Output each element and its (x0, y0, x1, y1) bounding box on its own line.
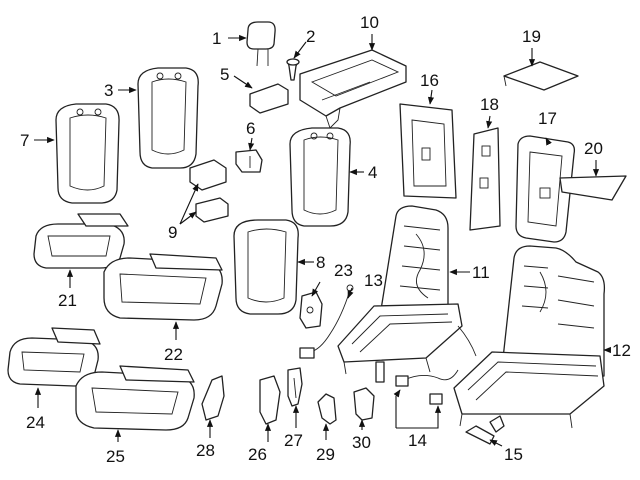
side-panel-18-part (469, 127, 501, 231)
cover-19-part (503, 61, 579, 91)
cushion-24-part (7, 327, 101, 387)
callout-28: 28 (196, 441, 215, 460)
seat-frame-11-part (337, 205, 463, 383)
callout-5: 5 (220, 65, 229, 84)
headrest-part (246, 21, 276, 67)
callout-25: 25 (106, 447, 125, 466)
back-panel-17-part (515, 135, 576, 243)
cushion-22-part (103, 253, 223, 321)
trim-29-part (317, 393, 337, 425)
callout-12: 12 (612, 341, 631, 360)
callout-11: 11 (472, 263, 490, 282)
seatback-4-part (289, 127, 351, 227)
trim-30-part (353, 387, 375, 421)
leader-lines (34, 34, 611, 447)
handle-15-part (465, 415, 505, 445)
seatback-7-part (55, 103, 120, 204)
back-panel-16-part (399, 103, 457, 199)
callout-4: 4 (368, 163, 377, 182)
pad-9a-part (189, 159, 227, 191)
callout-7: 7 (20, 131, 29, 150)
armrest-part (299, 49, 407, 129)
callout-29: 29 (316, 445, 335, 464)
callout-14: 14 (408, 431, 427, 450)
callout-2: 2 (306, 27, 315, 46)
callout-23: 23 (334, 261, 353, 280)
callout-20: 20 (584, 139, 603, 158)
trim-28-part (201, 375, 225, 421)
callout-27: 27 (284, 431, 303, 450)
callout-15: 15 (504, 445, 523, 464)
callout-10: 10 (360, 13, 379, 32)
bracket-6-part (235, 149, 263, 173)
callout-22: 22 (164, 345, 183, 364)
trim-27-part (287, 367, 303, 407)
pad-9b-part (195, 197, 229, 223)
headrest-guide-part (286, 58, 300, 81)
callout-3: 3 (104, 81, 113, 100)
cable-14-part (395, 325, 477, 405)
cushion-21-part (33, 213, 129, 269)
trim-26-part (259, 375, 281, 425)
seat-frame-12-part (453, 245, 606, 429)
pad-5-part (249, 83, 289, 114)
callout-24: 24 (26, 413, 45, 432)
callout-18: 18 (480, 95, 499, 114)
callout-8: 8 (316, 253, 325, 272)
callout-19: 19 (522, 27, 541, 46)
cover-20-part (559, 175, 627, 201)
cushion-25-part (75, 365, 195, 431)
seatback-3-part (137, 67, 199, 169)
seatback-8-part (233, 219, 299, 315)
callout-30: 30 (352, 433, 371, 452)
callout-1: 1 (212, 29, 221, 48)
latch-23-part (299, 291, 323, 329)
callout-16: 16 (420, 71, 439, 90)
callout-17: 17 (538, 109, 557, 128)
callout-9: 9 (168, 223, 177, 242)
callout-26: 26 (248, 445, 267, 464)
callout-21: 21 (58, 291, 77, 310)
cable-13-part (299, 284, 354, 359)
callout-6: 6 (246, 119, 255, 138)
callout-13: 13 (364, 271, 383, 290)
